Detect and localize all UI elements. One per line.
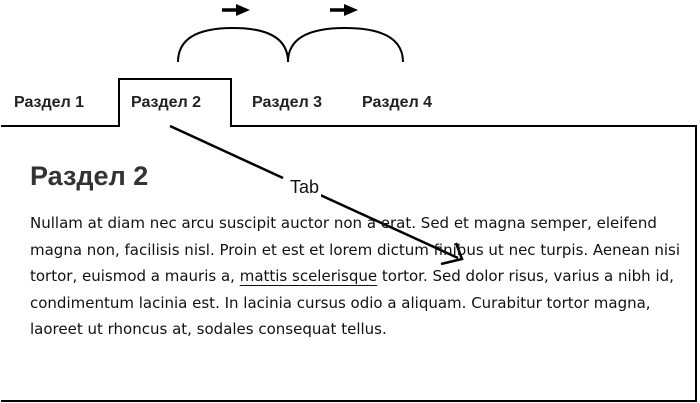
- tab-razdel-1[interactable]: Раздел 1: [14, 94, 85, 111]
- panel-body-text: Nullam at diam nec arcu suscipit auctor …: [30, 210, 680, 343]
- tab-key-label: Tab: [288, 176, 322, 198]
- nav-arc-left: [177, 26, 289, 63]
- body-link[interactable]: mattis scelerisque: [239, 267, 378, 285]
- tab-panel-outline: [1, 78, 697, 402]
- body-text-end: tortor. Sed dolor risus, varius a nibh i…: [30, 267, 674, 338]
- panel-title: Раздел 2: [30, 161, 149, 191]
- body-text-start: Nullam at diam nec arcu suscipit auctor …: [30, 214, 681, 285]
- tab-razdel-2[interactable]: Раздел 2: [131, 94, 202, 111]
- right-arrow-icon: [222, 4, 250, 16]
- tab-focus-arrow: [169, 124, 464, 266]
- nav-arc-right: [287, 26, 404, 63]
- right-arrow-icon: [330, 4, 358, 16]
- tab-razdel-3[interactable]: Раздел 3: [252, 94, 323, 111]
- tab-razdel-4[interactable]: Раздел 4: [362, 94, 433, 111]
